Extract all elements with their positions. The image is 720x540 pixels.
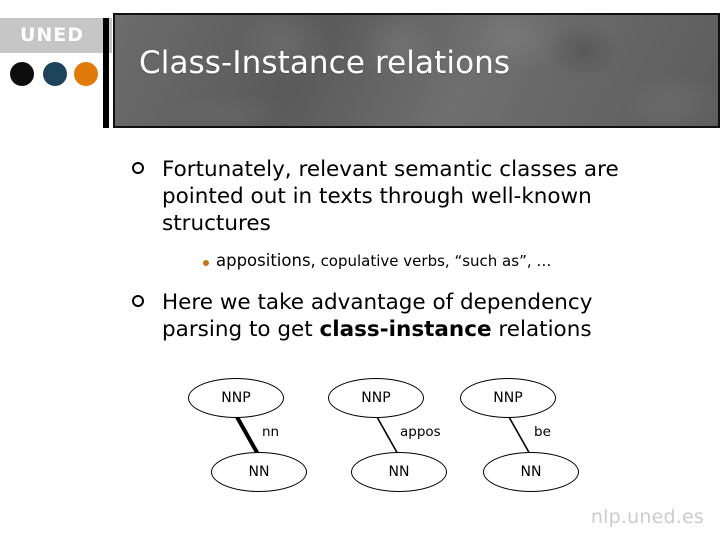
dep-group-appos: NNP NN appos xyxy=(320,376,470,494)
dep-edge-label-1: nn xyxy=(262,424,280,440)
header-vertical-rule xyxy=(103,18,109,128)
bullet-2-text: Here we take advantage of dependency par… xyxy=(130,289,662,343)
dep-node-top-1: NNP xyxy=(188,378,284,418)
dep-edge-1 xyxy=(235,416,261,457)
dep-edge-3 xyxy=(508,416,532,457)
logo-dot-black-icon xyxy=(10,62,34,86)
sub-bullet-lead: appositions, xyxy=(216,251,316,270)
sub-bullet-text: appositions, copulative verbs, “such as”… xyxy=(200,251,551,271)
bullet-2-text-after: relations xyxy=(491,317,592,342)
bullet-1-text: Fortunately, relevant semantic classes a… xyxy=(162,157,619,236)
uned-logo-plate xyxy=(0,18,112,53)
footer-url: nlp.uned.es xyxy=(590,506,704,528)
sub-bullet-marker-icon xyxy=(203,260,209,266)
bullet-item-1: Fortunately, relevant semantic classes a… xyxy=(0,156,720,237)
dep-edge-2 xyxy=(376,416,400,457)
bullet-item-2: Here we take advantage of dependency par… xyxy=(0,289,720,343)
dep-node-top-2: NNP xyxy=(328,378,424,418)
uned-logo-text: UNED xyxy=(19,24,85,46)
sub-bullet-rest: copulative verbs, “such as”, … xyxy=(315,252,552,270)
dep-node-bottom-3: NN xyxy=(483,452,579,492)
slide-content: Fortunately, relevant semantic classes a… xyxy=(0,132,720,343)
bullet-marker-icon xyxy=(132,295,144,307)
dep-group-be: NNP NN be xyxy=(452,376,602,494)
logo-dot-orange-icon xyxy=(74,62,98,86)
bullet-2-text-bold: class-instance xyxy=(319,317,492,342)
dependency-parse-diagram: NNP NN nn NNP NN appos NNP NN be xyxy=(180,376,600,494)
dep-node-top-3: NNP xyxy=(460,378,556,418)
slide-header: UNED Class-Instance relations xyxy=(0,0,720,132)
dep-edge-label-3: be xyxy=(534,424,551,440)
uned-logo-dots xyxy=(10,62,102,88)
dep-edge-label-2: appos xyxy=(400,424,441,440)
bullet-marker-icon xyxy=(132,162,144,174)
sub-bullet-item: appositions, copulative verbs, “such as”… xyxy=(0,251,720,271)
title-banner: Class-Instance relations xyxy=(113,13,720,128)
bullet-2-text-before: Here we take advantage of dependency par… xyxy=(162,290,593,342)
dep-node-bottom-1: NN xyxy=(211,452,307,492)
slide-title: Class-Instance relations xyxy=(139,45,511,81)
dep-group-nn: NNP NN nn xyxy=(180,376,330,494)
logo-dot-blue-icon xyxy=(43,62,67,86)
dep-node-bottom-2: NN xyxy=(351,452,447,492)
